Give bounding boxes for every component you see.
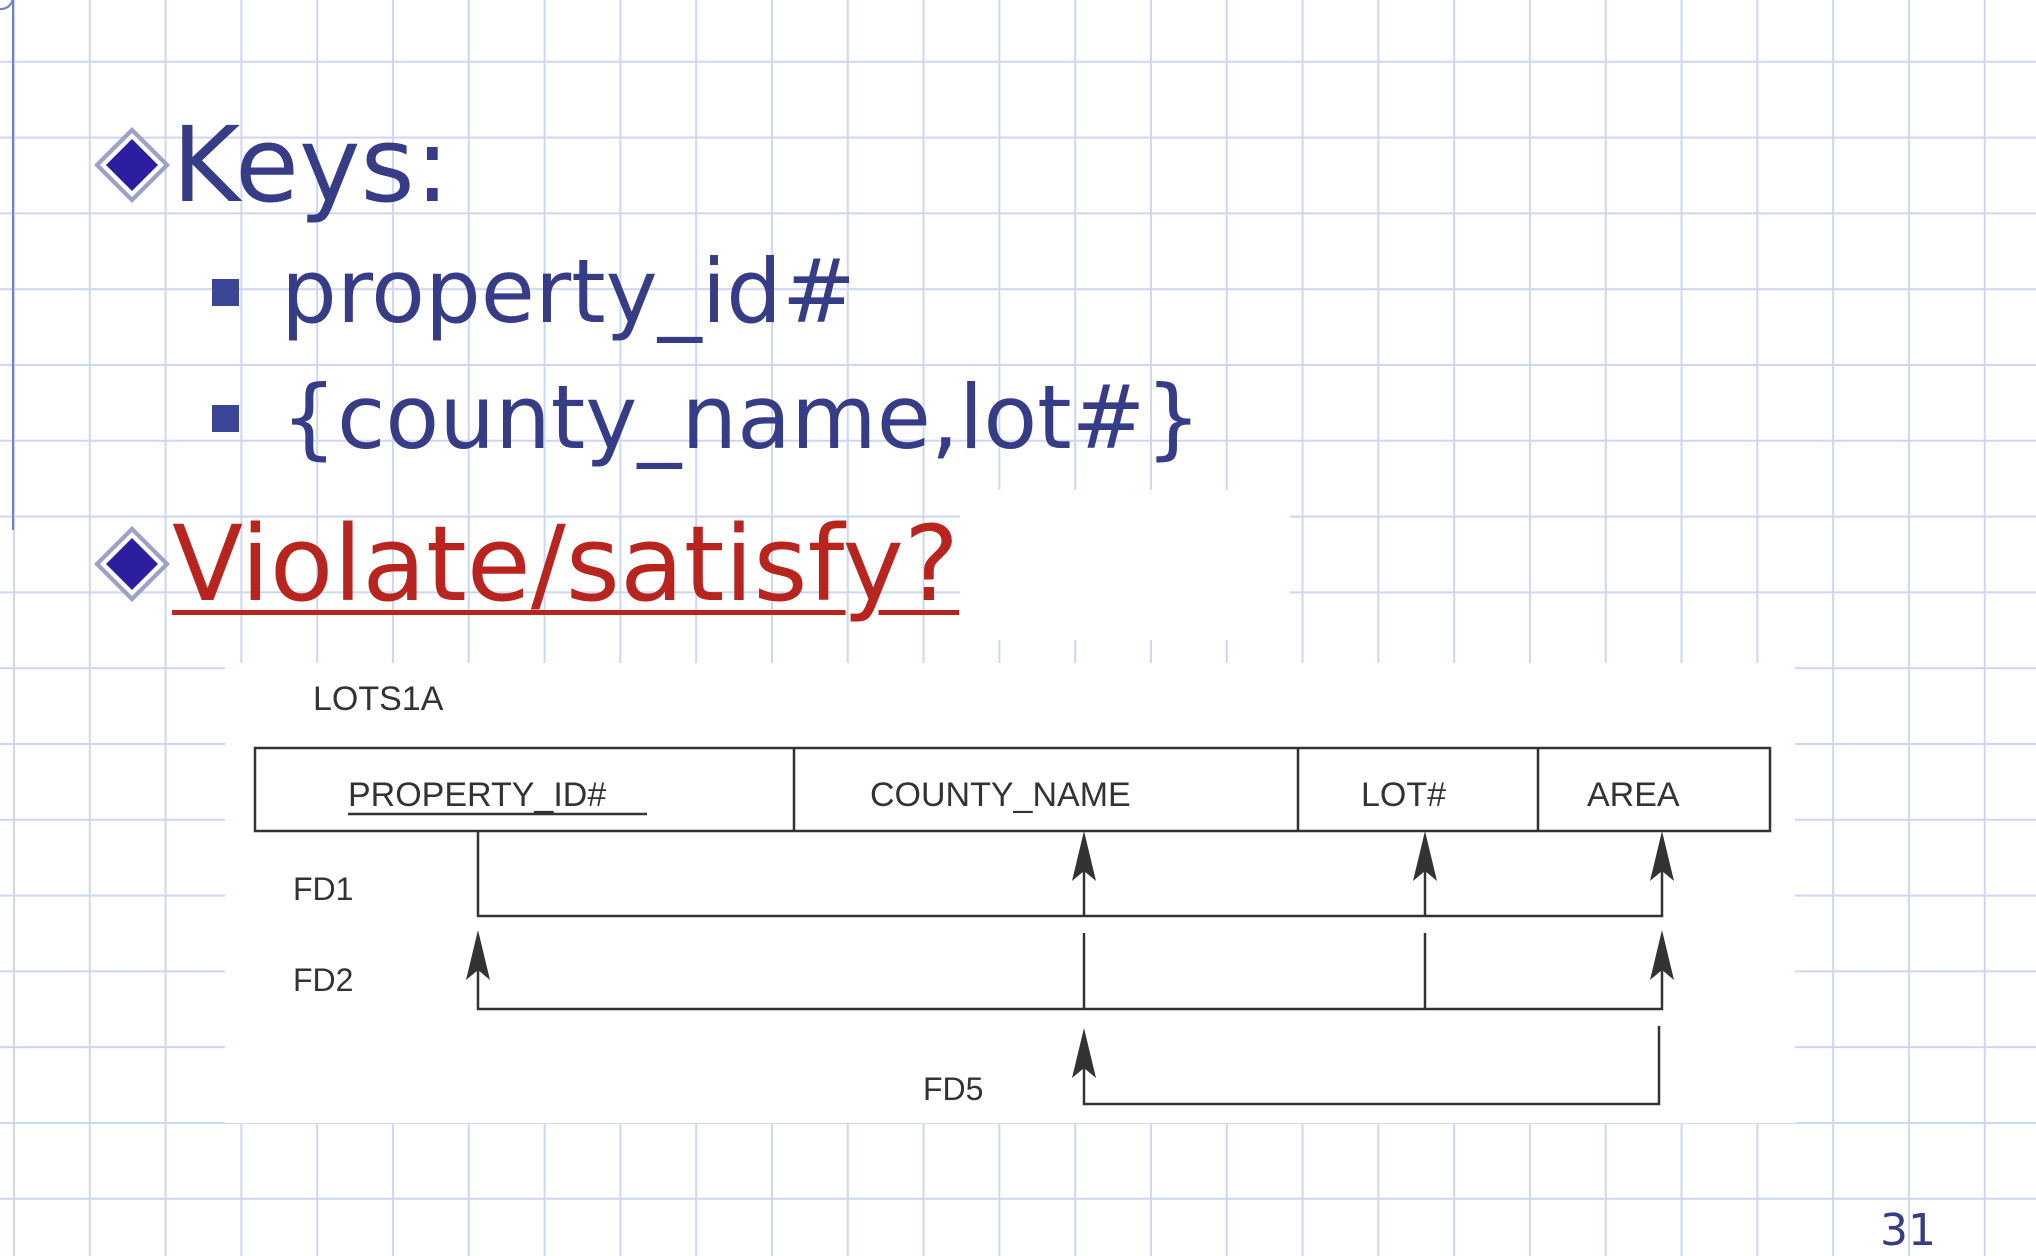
sub-bullet-county-lot: {county_name,lot#} [212,374,1201,462]
fd5-lines [1082,1026,1661,1106]
fd2-arrowhead [466,930,490,980]
sub-bullet-text: property_id# [281,240,856,343]
column-header-county-name: COUNTY_NAME [870,776,1131,814]
fd1-lines [476,831,1664,918]
fd5-label: FD5 [923,1071,983,1107]
fd5-arrowhead [1072,1028,1096,1078]
fd1-arrowhead [1072,831,1096,881]
fd1-arrowhead [1413,831,1437,881]
fd1-arrowhead [1650,831,1674,881]
column-header-property-id: PROPERTY_ID# [348,776,606,814]
fd1-label: FD1 [293,871,353,907]
page-number: 31 [1880,1205,1936,1256]
fd2-label: FD2 [293,962,353,998]
left-margin-rule [12,0,14,530]
fd2-arrowhead [1650,930,1674,980]
fd2-lines [476,933,1664,1011]
relation-name: LOTS1A [313,680,444,718]
diamond-bullet-icon [92,524,172,604]
bullet-backdrop [960,490,1290,640]
bullet-keys-text: Keys: [172,104,450,226]
relation-table [253,746,1772,833]
column-header-area: AREA [1587,776,1680,814]
bullet-keys: Keys: [92,113,450,217]
fd-diagram: LOTS1A PROPERTY_ID# COUNTY_NAME LOT# ARE… [253,680,1772,1107]
sub-bullet-property-id: property_id# [212,248,856,336]
bullet-violate-satisfy: Violate/satisfy? [92,512,959,616]
diagram-backdrop [225,663,1795,1123]
diamond-bullet-icon [92,125,172,205]
square-bullet-icon [212,404,239,432]
sub-bullet-text: {county_name,lot#} [281,366,1202,469]
square-bullet-icon [212,278,239,306]
column-header-lot: LOT# [1361,776,1446,814]
bullet-violate-link[interactable]: Violate/satisfy? [172,503,960,625]
